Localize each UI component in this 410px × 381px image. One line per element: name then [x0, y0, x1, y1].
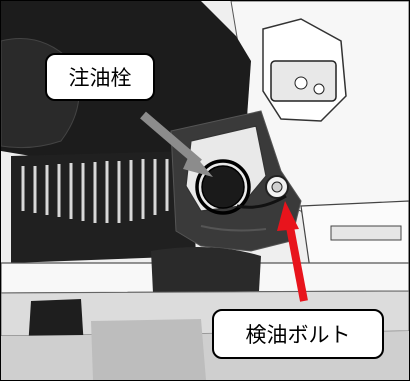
cable	[200, 225, 267, 232]
oil-check-bolt-label: 検油ボルト	[212, 309, 384, 359]
cooling-fins	[21, 159, 169, 223]
oil-filler-cap-label: 注油栓	[45, 53, 155, 101]
frame-slot	[330, 225, 402, 241]
oil-check-bolt-center	[271, 181, 283, 193]
oil-check-bolt-pointer	[286, 226, 308, 302]
floor-block	[91, 319, 206, 380]
mount-bolt	[313, 83, 325, 95]
oil-filler-cap-arrowhead	[183, 151, 213, 177]
mount-bolt	[294, 76, 308, 90]
oil-check-bolt-arrowhead	[277, 201, 299, 231]
breather-hose	[236, 194, 287, 209]
engine-foot	[151, 247, 261, 293]
cooling-fin-block	[11, 151, 196, 263]
oil-filler-cap-highlight-circle	[195, 159, 251, 215]
